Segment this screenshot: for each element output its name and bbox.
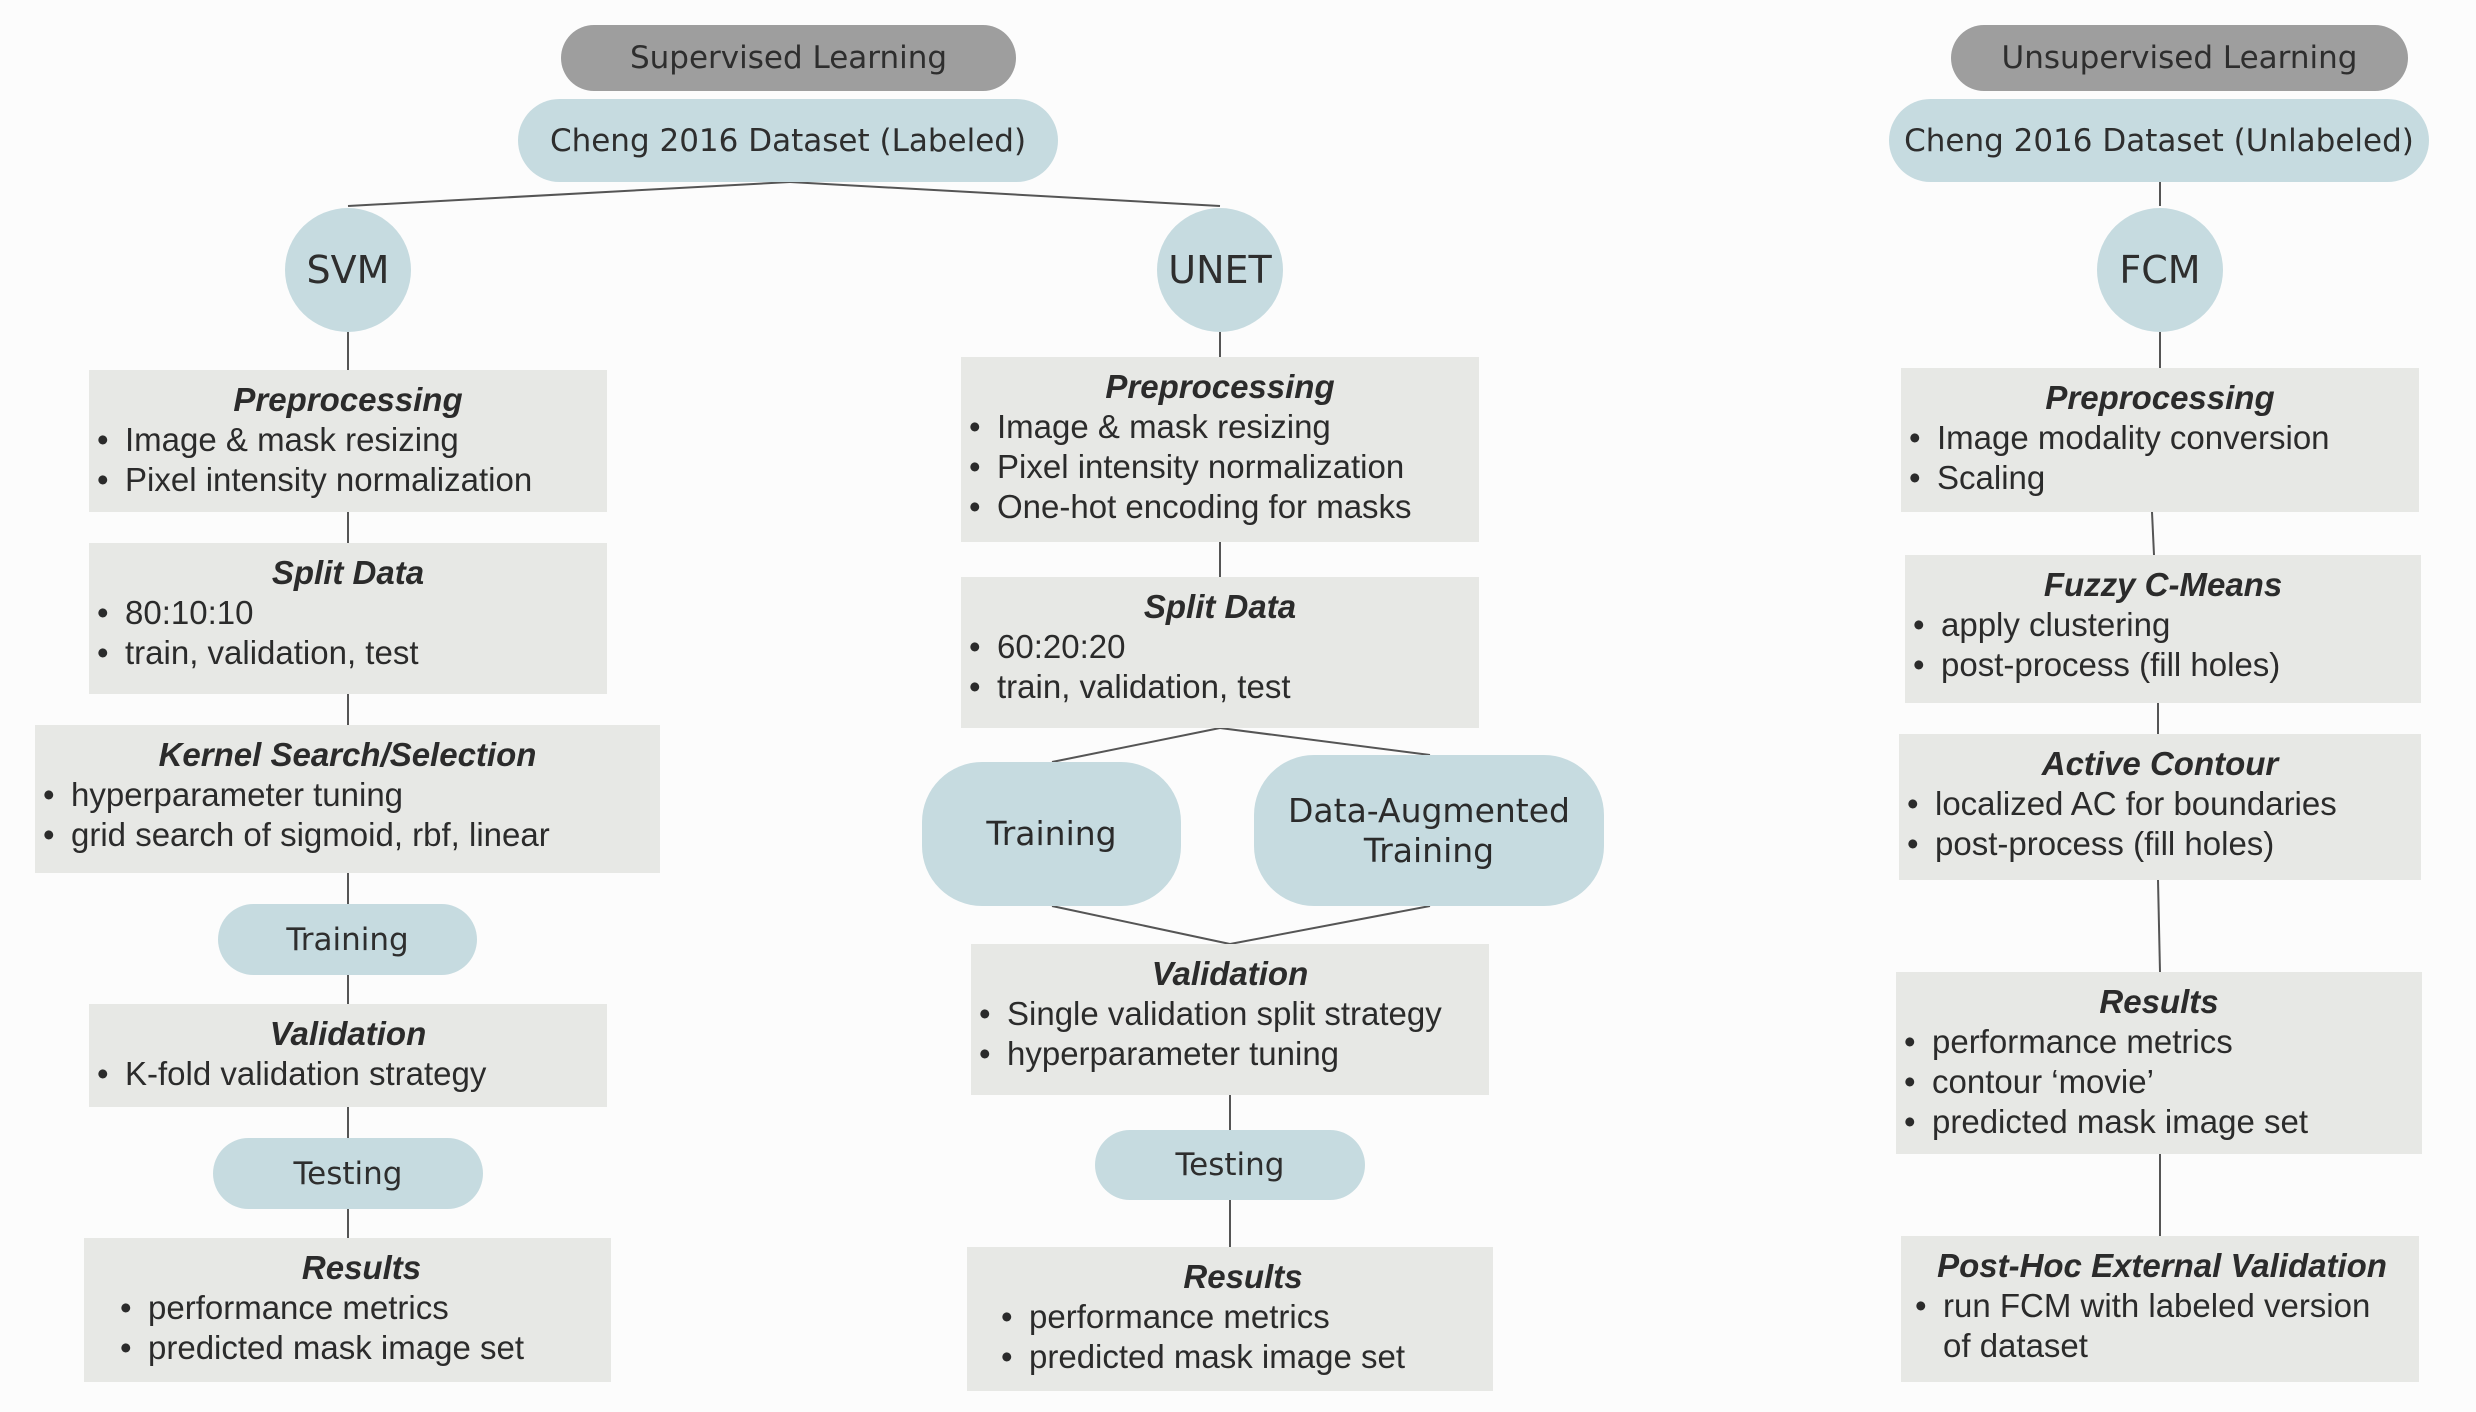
svm-training-node: Training bbox=[218, 904, 477, 975]
unet-augmented-training-line1: Data-Augmented bbox=[1288, 790, 1570, 830]
fcm-preprocessing-title: Preprocessing bbox=[2045, 379, 2275, 416]
fcm-label: FCM bbox=[2119, 248, 2201, 292]
list-item: Single validation split strategy bbox=[979, 994, 1469, 1034]
list-item: post-process (fill holes) bbox=[1907, 824, 2401, 864]
fcm-results-box: Results performance metrics contour ‘mov… bbox=[1896, 972, 2422, 1154]
list-item: performance metrics bbox=[1001, 1297, 1473, 1337]
svm-results-box: Results performance metrics predicted ma… bbox=[84, 1238, 611, 1382]
unet-preprocessing-title: Preprocessing bbox=[1105, 368, 1335, 405]
list-item: run FCM with labeled version bbox=[1915, 1286, 2411, 1326]
svm-split-box: Split Data 80:10:10 train, validation, t… bbox=[89, 543, 607, 694]
fcm-contour-box: Active Contour localized AC for boundari… bbox=[1899, 734, 2421, 880]
list-item: train, validation, test bbox=[969, 667, 1459, 707]
list-item: Scaling bbox=[1909, 458, 2399, 498]
fcm-posthoc-box: Post-Hoc External Validation run FCM wit… bbox=[1901, 1236, 2419, 1382]
list-item: predicted mask image set bbox=[1904, 1102, 2402, 1142]
labeled-dataset-label: Cheng 2016 Dataset (Labeled) bbox=[549, 122, 1027, 159]
list-item: hyperparameter tuning bbox=[43, 775, 640, 815]
svm-node: SVM bbox=[285, 208, 411, 332]
svm-kernel-title: Kernel Search/Selection bbox=[158, 736, 537, 773]
list-item: Image & mask resizing bbox=[97, 420, 587, 460]
labeled-dataset-node: Cheng 2016 Dataset (Labeled) bbox=[518, 99, 1058, 182]
svm-testing-label: Testing bbox=[293, 1155, 403, 1192]
fcm-fuzzy-title: Fuzzy C-Means bbox=[2043, 566, 2283, 603]
fcm-contour-title: Active Contour bbox=[2041, 745, 2279, 782]
list-item: predicted mask image set bbox=[120, 1328, 591, 1368]
unlabeled-dataset-node: Cheng 2016 Dataset (Unlabeled) bbox=[1889, 99, 2429, 182]
list-item: Image & mask resizing bbox=[969, 407, 1459, 447]
list-item: Image modality conversion bbox=[1909, 418, 2399, 458]
svm-validation-title: Validation bbox=[269, 1015, 427, 1052]
svm-preprocessing-box: Preprocessing Image & mask resizing Pixe… bbox=[89, 370, 607, 512]
supervised-learning-header: Supervised Learning bbox=[561, 25, 1016, 91]
list-item: train, validation, test bbox=[97, 633, 587, 673]
fcm-posthoc-title: Post-Hoc External Validation bbox=[1937, 1247, 2387, 1284]
list-item: contour ‘movie’ bbox=[1904, 1062, 2402, 1102]
unet-node: UNET bbox=[1157, 208, 1283, 332]
list-item: apply clustering bbox=[1913, 605, 2401, 645]
list-item: One-hot encoding for masks bbox=[969, 487, 1459, 527]
fcm-fuzzy-box: Fuzzy C-Means apply clustering post-proc… bbox=[1905, 555, 2421, 703]
unet-testing-label: Testing bbox=[1175, 1147, 1285, 1183]
fcm-node: FCM bbox=[2097, 208, 2223, 332]
list-item: 80:10:10 bbox=[97, 593, 587, 633]
svm-kernel-box: Kernel Search/Selection hyperparameter t… bbox=[35, 725, 660, 873]
svm-validation-box: Validation K-fold validation strategy bbox=[89, 1004, 607, 1107]
svm-label: SVM bbox=[306, 248, 390, 292]
unet-validation-box: Validation Single validation split strat… bbox=[971, 944, 1489, 1095]
unet-augmented-training-line2: Training bbox=[1363, 830, 1495, 870]
svm-split-title: Split Data bbox=[271, 554, 425, 591]
unet-augmented-training-node: Data-Augmented Training bbox=[1254, 755, 1604, 906]
list-item: Pixel intensity normalization bbox=[97, 460, 587, 500]
list-item: performance metrics bbox=[120, 1288, 591, 1328]
unet-label: UNET bbox=[1168, 248, 1272, 292]
list-item: hyperparameter tuning bbox=[979, 1034, 1469, 1074]
svm-training-label: Training bbox=[286, 921, 409, 958]
unlabeled-dataset-label: Cheng 2016 Dataset (Unlabeled) bbox=[1904, 122, 2414, 159]
unet-training-node: Training bbox=[922, 762, 1181, 906]
unet-split-title: Split Data bbox=[1143, 588, 1297, 625]
unsupervised-learning-label: Unsupervised Learning bbox=[2001, 40, 2358, 76]
unet-results-title: Results bbox=[1183, 1258, 1303, 1295]
supervised-learning-label: Supervised Learning bbox=[629, 40, 948, 76]
unet-training-label: Training bbox=[986, 814, 1117, 853]
list-item: Pixel intensity normalization bbox=[969, 447, 1459, 487]
unsupervised-learning-header: Unsupervised Learning bbox=[1951, 25, 2408, 91]
fcm-results-title: Results bbox=[2099, 983, 2219, 1020]
list-item: grid search of sigmoid, rbf, linear bbox=[43, 815, 640, 855]
unet-validation-title: Validation bbox=[1151, 955, 1309, 992]
posthoc-continuation-text: of dataset bbox=[1943, 1327, 2088, 1364]
unet-split-box: Split Data 60:20:20 train, validation, t… bbox=[961, 577, 1479, 728]
unet-testing-node: Testing bbox=[1095, 1130, 1365, 1200]
svm-testing-node: Testing bbox=[213, 1138, 483, 1209]
unet-results-box: Results performance metrics predicted ma… bbox=[967, 1247, 1493, 1391]
list-item: localized AC for boundaries bbox=[1907, 784, 2401, 824]
unet-preprocessing-box: Preprocessing Image & mask resizing Pixe… bbox=[961, 357, 1479, 542]
svm-preprocessing-title: Preprocessing bbox=[233, 381, 463, 418]
fcm-preprocessing-box: Preprocessing Image modality conversion … bbox=[1901, 368, 2419, 512]
list-item: performance metrics bbox=[1904, 1022, 2402, 1062]
list-item: 60:20:20 bbox=[969, 627, 1459, 667]
svm-results-title: Results bbox=[301, 1249, 422, 1286]
list-item: post-process (fill holes) bbox=[1913, 645, 2401, 685]
list-item: K-fold validation strategy bbox=[97, 1054, 587, 1094]
list-item: predicted mask image set bbox=[1001, 1337, 1473, 1377]
